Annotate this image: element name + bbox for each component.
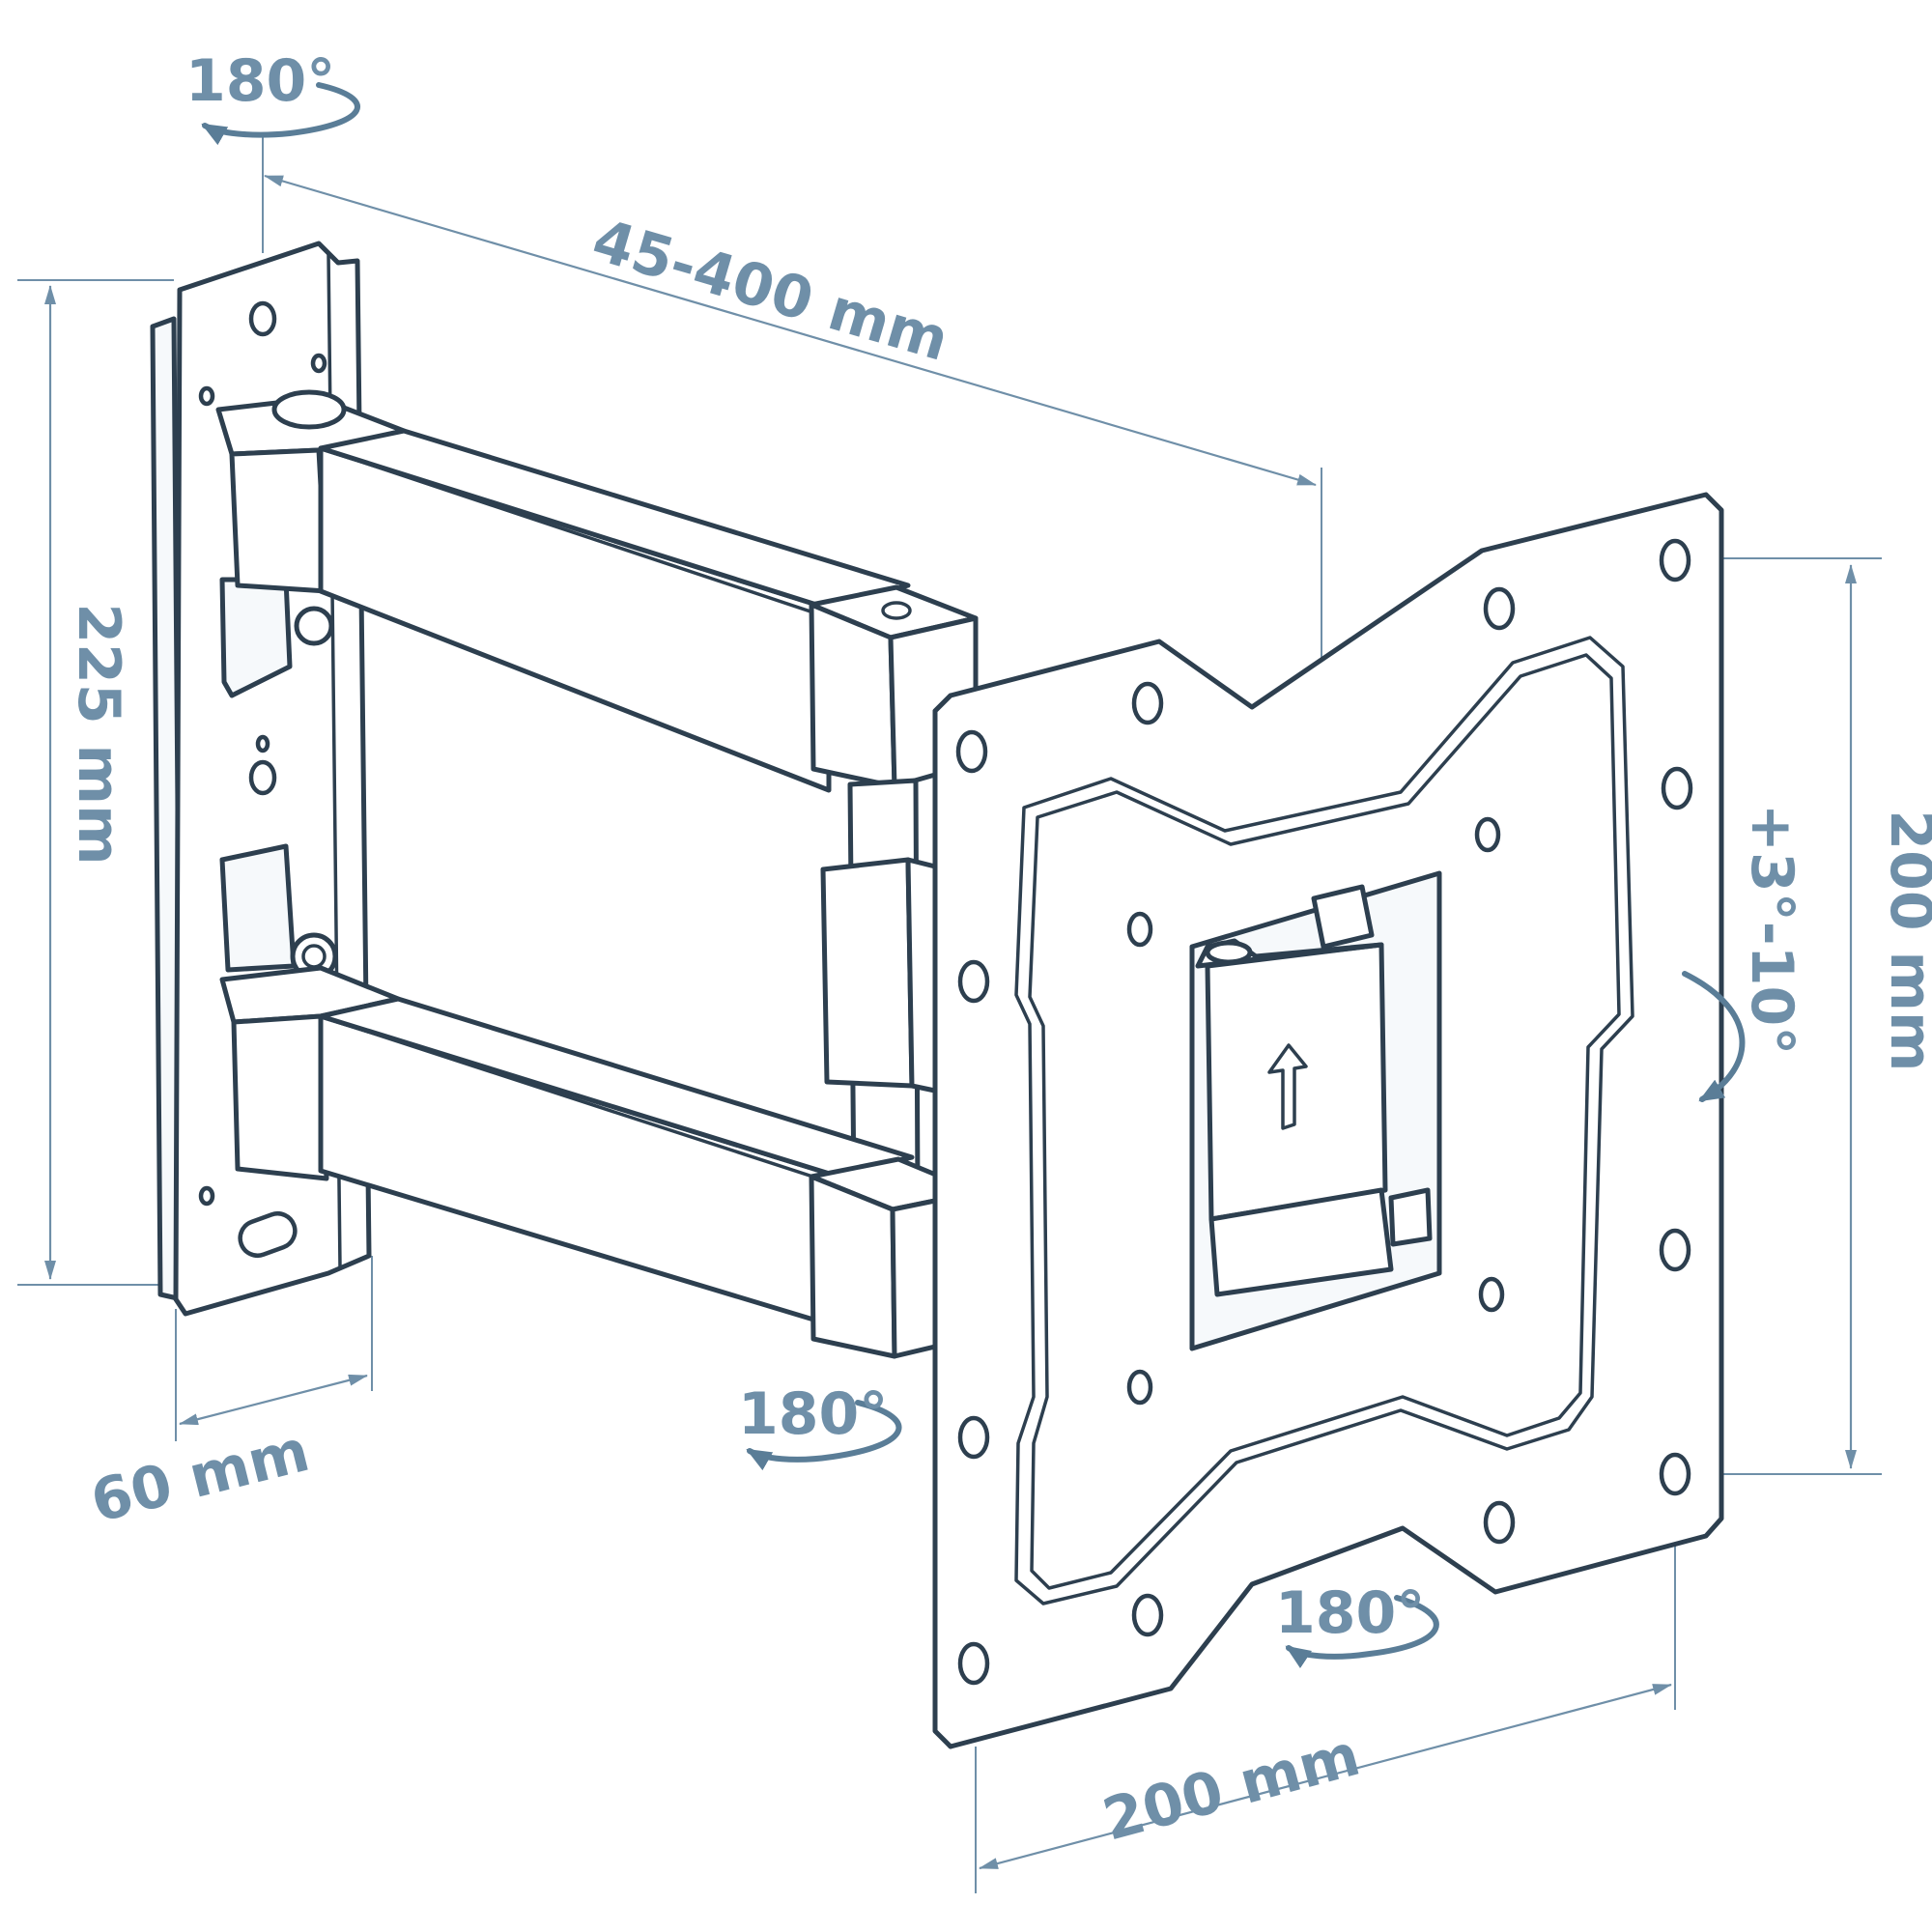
up-arrow-icon [1267,1043,1308,1130]
plate-width-dimension-line [979,1683,1672,1870]
tilt-bracket-foot [1208,1187,1394,1297]
extension-dimension-line [264,174,1317,487]
pivot-clamp-front [820,857,915,1089]
rotation-arrow-plate-icon [1285,1595,1439,1669]
wall-depth-label: 60 mm [84,1417,316,1536]
rotation-top-label: 180° [185,47,335,115]
tilt-bracket-face [1205,942,1388,1222]
wall-plate-hole [255,734,270,753]
tilt-arrow-icon [1682,971,1746,1102]
vesa-hole [955,729,988,774]
upper-arm-top [318,428,911,611]
upper-arm-end-front [809,602,897,789]
vesa-hole [1131,681,1164,725]
lower-hinge-front [231,1013,329,1181]
lower-arm-edge [336,1020,838,1186]
wall-height-label: 225 mm [65,603,132,865]
tilt-lock [1388,1187,1433,1247]
vesa-plate [932,492,1724,1749]
depth-dimension-line [179,1374,368,1426]
upper-nut [294,606,334,646]
rotation-plate-label: 180° [1275,1579,1425,1647]
plate-width-label: 200 mm [1096,1721,1367,1855]
vesa-hole [1483,1500,1516,1545]
vesa-hole [1661,766,1693,810]
tilt-knob [1205,940,1253,965]
vesa-hole [1126,911,1153,948]
vesa-hole [1483,586,1516,631]
rotation-arm-label: 180° [738,1380,888,1448]
tilt-hook [1311,884,1375,950]
lower-arm-top [318,996,915,1178]
tilt-label: +3°-10° [1738,804,1805,1055]
wall-plate [150,241,407,1317]
vesa-plate-embossed-inner [1028,653,1621,1590]
upper-hinge-front [229,447,329,594]
lower-arm-end-front [809,1174,897,1359]
upper-hinge-cap [271,389,347,430]
rotation-indicators [201,82,1746,1669]
vesa-hole [1659,1228,1691,1272]
wall-plate-hole [310,353,327,374]
wall-plate-slot [238,1210,298,1259]
wall-plate-hole [198,385,215,407]
vesa-hole [957,959,990,1004]
vesa-hole [1126,1369,1153,1406]
wall-plate-hole [248,759,277,796]
vesa-hole [1659,1452,1691,1496]
plate-height-label: 200 mm [1877,810,1932,1071]
vesa-hole [1131,1593,1164,1637]
articulating-arms [318,428,1004,1359]
extension-label: 45-400 mm [585,207,956,375]
vesa-hole [957,1415,990,1460]
vesa-hole [1478,1276,1505,1313]
lower-bracket-tab [219,843,297,973]
upper-arm-end-screw [881,601,912,620]
wall-plate-hole [198,1185,215,1207]
vesa-hole [1474,816,1501,853]
rotation-arrow-arm-icon [746,1400,902,1471]
rotation-arrow-top-icon [201,82,360,146]
vesa-hole [1659,538,1691,582]
vesa-hole [957,1641,990,1686]
wall-plate-hole [248,300,277,337]
upper-arm-edge [336,452,833,620]
vesa-plate-embossed-frame [1014,636,1634,1605]
